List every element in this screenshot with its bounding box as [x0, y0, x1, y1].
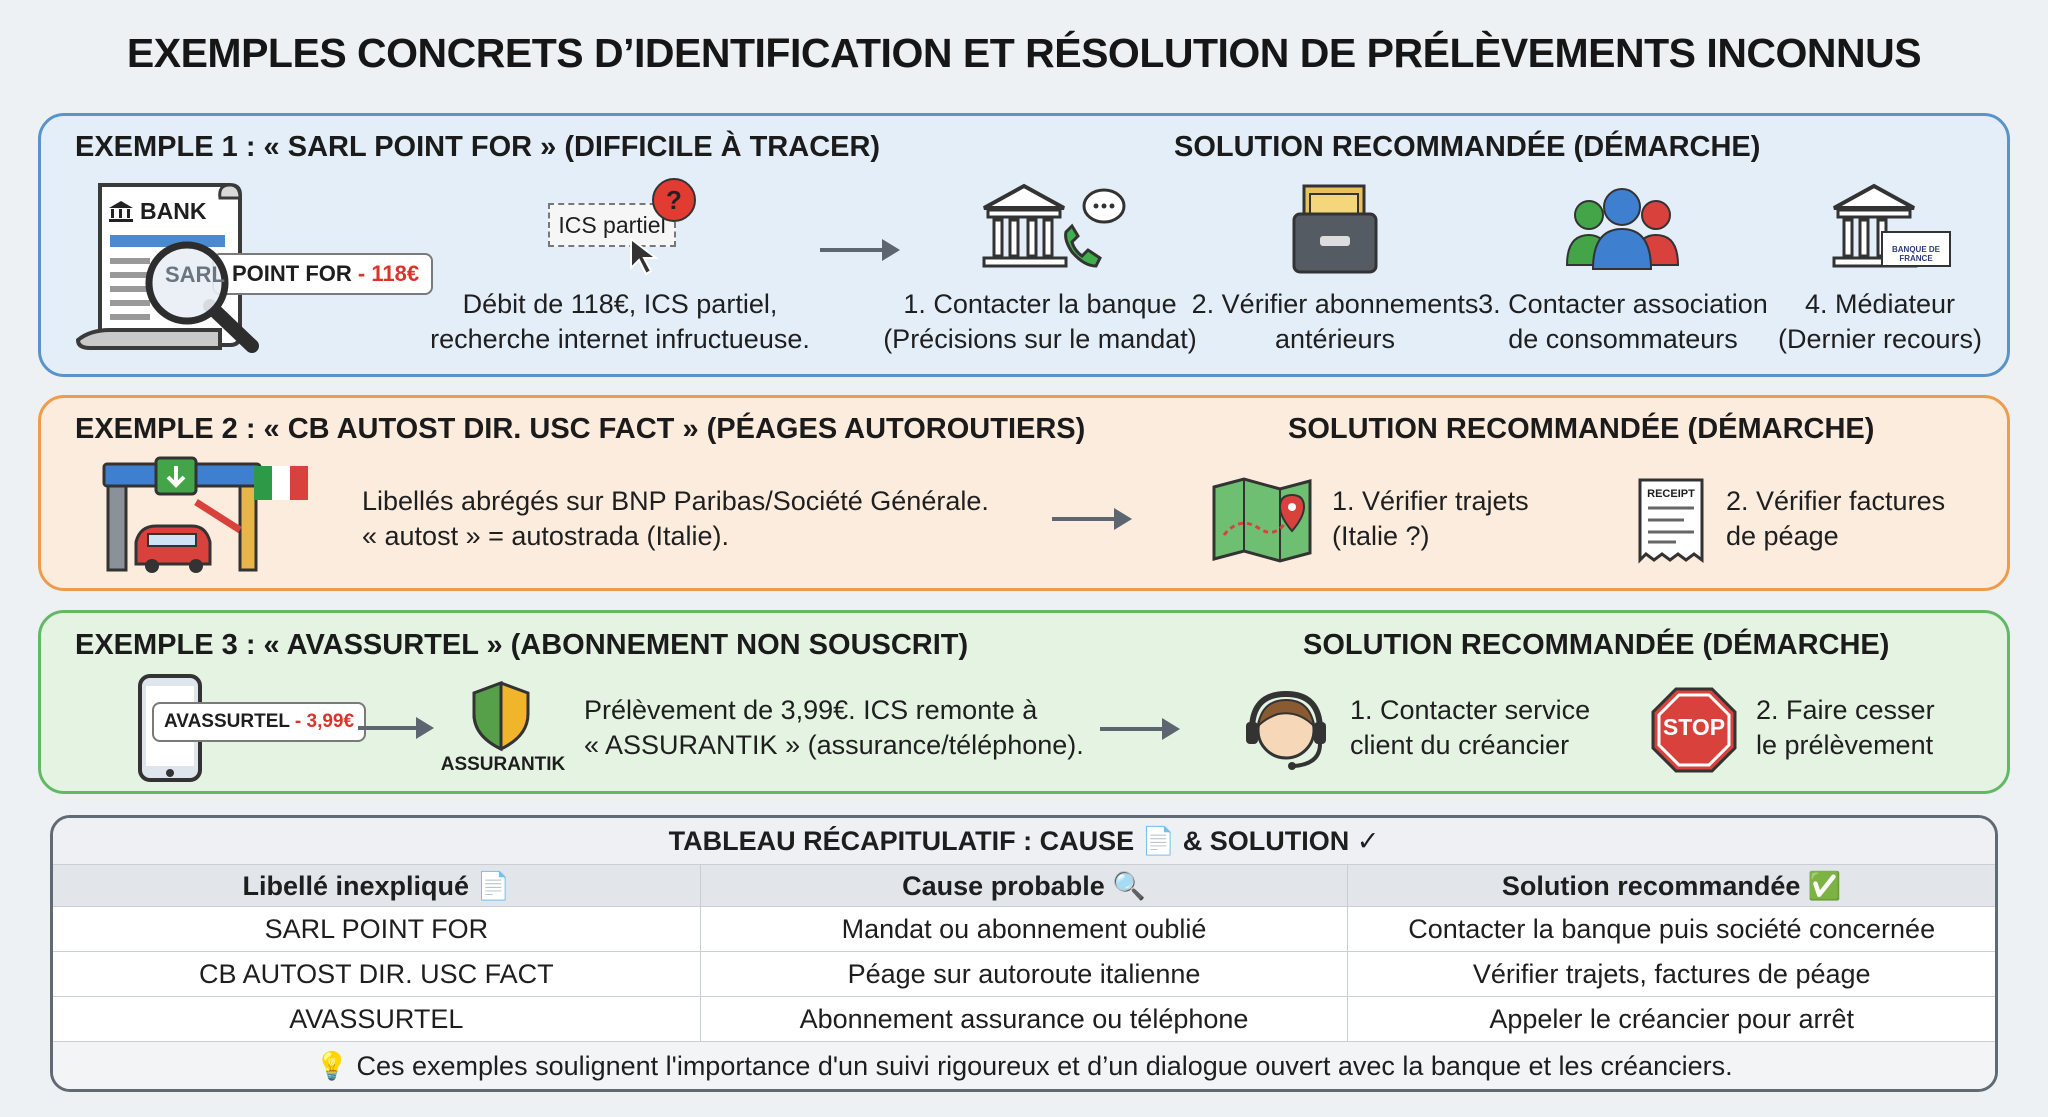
- example-3-step-2: 2. Faire cesser le prélèvement: [1756, 693, 1996, 763]
- example-3-desc-line2: « ASSURANTIK » (assurance/téléphone).: [584, 730, 1084, 760]
- magnifier-icon: [145, 241, 259, 353]
- example-2-header: EXEMPLE 2 : « CB AUTOST DIR. USC FACT » …: [75, 413, 1086, 445]
- summary-table-header-row: Libellé inexpliqué 📄 Cause probable 🔍 So…: [53, 864, 1995, 906]
- shield-icon: [472, 680, 530, 752]
- debit-tag-label: POINT FOR: [232, 261, 352, 286]
- example-1-desc-line2: recherche internet infructueuse.: [430, 324, 810, 354]
- table-cell: CB AUTOST DIR. USC FACT: [199, 958, 554, 989]
- step-2-detail: antérieurs: [1274, 324, 1396, 354]
- step-1-title: 1. Vérifier trajets: [1332, 486, 1529, 516]
- toll-booth-icon: [102, 456, 308, 573]
- debit-tag-amount: - 118€: [351, 261, 420, 286]
- stop-label: STOP: [1662, 714, 1726, 740]
- customer-service-icon: [1246, 690, 1326, 770]
- question-icon: ?: [652, 178, 696, 222]
- step-2-detail: de péage: [1726, 521, 1839, 551]
- step-1-detail: (Précisions sur le mandat): [883, 324, 1197, 354]
- example-3-header: EXEMPLE 3 : « AVASSURTEL » (ABONNEMENT N…: [75, 629, 969, 661]
- table-cell: AVASSURTEL: [289, 1003, 464, 1034]
- summary-table-title: TABLEAU RÉCAPITULATIF : CAUSE 📄 & SOLUTI…: [53, 818, 1995, 864]
- header-cell: Cause probable 🔍: [699, 865, 1348, 906]
- step-2-title: 2. Faire cesser: [1756, 695, 1935, 725]
- summary-table: TABLEAU RÉCAPITULATIF : CAUSE 📄 & SOLUTI…: [50, 815, 1998, 1092]
- example-3-arrow-2: [1100, 718, 1180, 740]
- table-cell: Abonnement assurance ou téléphone: [699, 997, 1348, 1041]
- example-3-arrow-1: [358, 717, 434, 739]
- table-cell: Appeler le créancier pour arrêt: [1347, 997, 1995, 1041]
- table-cell: Péage sur autoroute italienne: [699, 952, 1348, 996]
- bank-phone-icon: [982, 183, 1126, 268]
- example-2-description: Libellés abrégés sur BNP Paribas/Société…: [362, 484, 1042, 554]
- example-2-desc-line2: « autost » = autostrada (Italie).: [362, 521, 729, 551]
- example-1-description: Débit de 118€, ICS partiel, recherche in…: [420, 287, 820, 357]
- phone-debit-tag: AVASSURTEL - 3,99€: [152, 702, 367, 742]
- step-4-title: 4. Médiateur: [1804, 289, 1956, 319]
- step-1-detail: (Italie ?): [1332, 521, 1430, 551]
- cursor-icon: [630, 236, 659, 276]
- bank-label: BANK: [140, 198, 207, 224]
- table-row: SARL POINT FOR Mandat ou abonnement oubl…: [53, 906, 1995, 951]
- table-cell: SARL POINT FOR: [264, 913, 489, 944]
- map-icon: [1212, 477, 1312, 563]
- summary-table-footer: 💡 Ces exemples soulignent l'importance d…: [315, 1050, 1733, 1081]
- example-1-desc-line1: Débit de 118€, ICS partiel,: [462, 289, 778, 319]
- phone-debit-amount: - 3,99€: [289, 711, 355, 732]
- table-cell: Contacter la banque puis société concern…: [1347, 907, 1995, 951]
- example-1-panel: [38, 113, 2010, 377]
- example-1-arrow: [820, 239, 900, 261]
- assurantik-label: ASSURANTIK: [440, 754, 566, 775]
- banque-de-france-label: BANQUE DE FRANCE: [1891, 245, 1940, 263]
- step-2-title: 2. Vérifier factures: [1726, 486, 1946, 516]
- table-cell: Mandat ou abonnement oublié: [699, 907, 1348, 951]
- example-2-desc-line1: Libellés abrégés sur BNP Paribas/Société…: [362, 486, 989, 516]
- example-3-desc-line1: Prélèvement de 3,99€. ICS remonte à: [584, 695, 1038, 725]
- step-4-detail: (Dernier recours): [1777, 324, 1983, 354]
- consumer-group-icon: [1565, 188, 1680, 270]
- phone-debit-label: AVASSURTEL: [164, 711, 290, 732]
- table-row: AVASSURTEL Abonnement assurance ou télép…: [53, 996, 1995, 1041]
- step-1-title: 1. Contacter service: [1350, 695, 1591, 725]
- debit-tag: POINT FOR - 118€: [212, 253, 434, 295]
- example-3-description: Prélèvement de 3,99€. ICS remonte à « AS…: [584, 693, 1084, 763]
- step-2-detail: le prélèvement: [1756, 730, 1934, 760]
- example-1-step-2: 2. Vérifier abonnements antérieurs: [1190, 287, 1480, 357]
- example-2-step-2: 2. Vérifier factures de péage: [1726, 484, 1996, 554]
- example-1-step-3: 3. Contacter association de consommateur…: [1478, 287, 1768, 357]
- step-3-detail: de consommateurs: [1508, 324, 1738, 354]
- example-1-solution-header: SOLUTION RECOMMANDÉE (DÉMARCHE): [1174, 131, 1761, 163]
- header-cell: Solution recommandée ✅: [1347, 865, 1995, 906]
- example-2-arrow: [1052, 508, 1132, 530]
- step-2-title: 2. Vérifier abonnements: [1191, 289, 1479, 319]
- page-title: EXEMPLES CONCRETS D’IDENTIFICATION ET RÉ…: [126, 30, 1922, 76]
- example-1-step-4: 4. Médiateur (Dernier recours): [1770, 287, 1990, 357]
- example-1-step-1: 1. Contacter la banque (Précisions sur l…: [880, 287, 1200, 357]
- table-cell: Vérifier trajets, factures de péage: [1347, 952, 1995, 996]
- step-1-title: 1. Contacter la banque: [903, 289, 1177, 319]
- svg-text:?: ?: [666, 185, 682, 215]
- example-2-solution-header: SOLUTION RECOMMANDÉE (DÉMARCHE): [1288, 413, 1875, 445]
- step-1-detail: client du créancier: [1350, 730, 1570, 760]
- archive-drawer-icon: [1292, 184, 1378, 274]
- receipt-icon: [1638, 478, 1704, 564]
- example-2-step-1: 1. Vérifier trajets (Italie ?): [1332, 484, 1592, 554]
- example-3-solution-header: SOLUTION RECOMMANDÉE (DÉMARCHE): [1303, 629, 1890, 661]
- summary-table-footer-row: 💡 Ces exemples soulignent l'importance d…: [53, 1041, 1995, 1089]
- table-row: CB AUTOST DIR. USC FACT Péage sur autoro…: [53, 951, 1995, 996]
- example-3-step-1: 1. Contacter service client du créancier: [1350, 693, 1650, 763]
- bank-building-small-icon: [109, 201, 133, 222]
- step-3-title: 3. Contacter association: [1478, 289, 1768, 319]
- example-1-header: EXEMPLE 1 : « SARL POINT FOR » (DIFFICIL…: [75, 131, 881, 163]
- mediator-bank-icon: [1832, 183, 1951, 268]
- stop-sign-icon: [1651, 687, 1737, 773]
- receipt-label: RECEIPT: [1647, 488, 1695, 500]
- magnified-sarl-text: SARL: [165, 262, 225, 287]
- header-cell: Libellé inexpliqué 📄: [242, 870, 511, 901]
